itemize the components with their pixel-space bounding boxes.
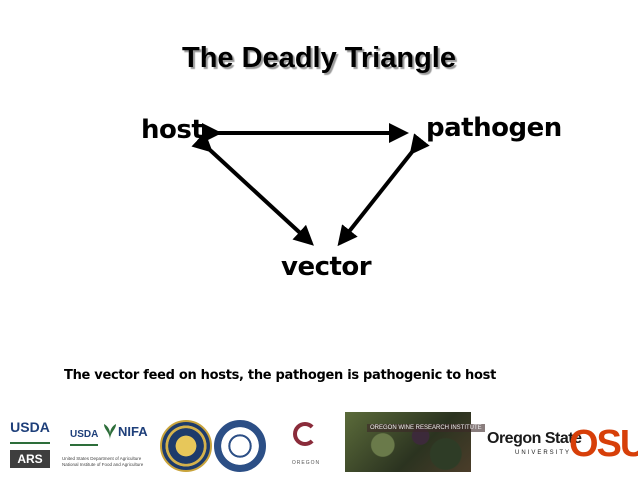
node-vector: vector (281, 252, 372, 282)
arrow-host-vector (191, 131, 314, 246)
nifa-leaf-icon (104, 424, 116, 440)
caption-text: The vector feed on hosts, the pathogen i… (64, 368, 496, 383)
nifa-fine-print: United States Department of Agriculture … (62, 456, 143, 468)
oregon-state-logo: Oregon State UNIVERSITY OSU (487, 424, 638, 472)
usda-nifa-logo: USDA NIFA United States Department of Ag… (62, 420, 157, 476)
oregon-wine-logo: OREGON (285, 422, 327, 474)
usda-label: USDA (10, 419, 50, 435)
osu-mark: OSU (569, 423, 638, 465)
nifa-fine-2: National Institute of Food and Agricultu… (62, 462, 144, 467)
logo-strip: USDA ARS USDA NIFA United States Departm… (0, 410, 638, 479)
ars-label: ARS (10, 450, 50, 468)
node-host: host (141, 115, 204, 145)
usda-ars-logo: USDA ARS (10, 418, 52, 470)
page-title: The Deadly Triangle (182, 42, 456, 74)
wine-label: OREGON (291, 460, 321, 466)
osu-name: Oregon State (487, 430, 582, 447)
photo-banner: OREGON WINE RESEARCH INSTITUTE (367, 424, 485, 432)
nifa-label: NIFA (118, 424, 148, 439)
vineyard-photo: OREGON WINE RESEARCH INSTITUTE (345, 412, 485, 472)
university-seal-2 (214, 420, 266, 472)
arrow-pathogen-vector (337, 133, 430, 247)
node-pathogen: pathogen (426, 113, 562, 143)
university-seal-1 (160, 420, 212, 472)
usda-small-label: USDA (70, 428, 98, 446)
osu-university: UNIVERSITY (515, 450, 572, 456)
nifa-fine-1: United States Department of Agriculture (62, 456, 142, 461)
